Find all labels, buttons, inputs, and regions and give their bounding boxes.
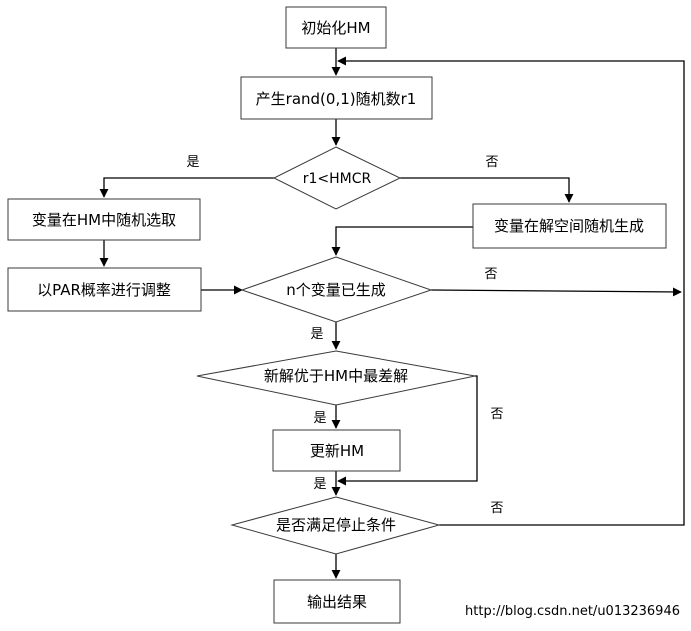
node-cond-stop: 是否满足停止条件 (230, 496, 441, 555)
node-cond-n: n个变量已生成 (240, 256, 433, 323)
node-cond-hmcr: r1<HMCR (272, 146, 402, 210)
node-cond-hmcr-label: r1<HMCR (303, 171, 372, 187)
connectors (99, 48, 685, 579)
node-select-hm-label: 变量在HM中随机选取 (32, 211, 176, 229)
label-n-yes: 是 (310, 327, 323, 342)
edge-n-no (430, 287, 682, 297)
label-better-yes: 是 (313, 411, 326, 426)
label-better-no: 否 (490, 407, 503, 422)
node-gen-r1: 产生rand(0,1)随机数r1 (240, 76, 433, 120)
edge-labels: 是 否 否 是 是 否 是 否 (186, 155, 503, 516)
label-hmcr-yes: 是 (186, 155, 199, 170)
node-output-label: 输出结果 (307, 593, 367, 611)
label-hmcr-no: 否 (485, 155, 498, 170)
node-select-hm: 变量在HM中随机选取 (7, 198, 201, 241)
node-init-label: 初始化HM (301, 19, 370, 37)
node-adjust-par-label: 以PAR概率进行调整 (37, 281, 171, 299)
label-stop-no: 否 (490, 501, 503, 516)
edge-stop-no-loop (337, 56, 685, 526)
node-gen-r1-label: 产生rand(0,1)随机数r1 (256, 90, 417, 108)
node-init: 初始化HM (285, 6, 387, 49)
node-gen-space: 变量在解空间随机生成 (472, 203, 667, 249)
node-update-hm: 更新HM (272, 429, 401, 472)
node-output: 输出结果 (273, 579, 401, 624)
edge-hmcr-yes (99, 177, 274, 198)
node-cond-better-label: 新解优于HM中最差解 (264, 367, 408, 385)
node-cond-stop-label: 是否满足停止条件 (276, 516, 396, 534)
watermark-url: http://blog.csdn.net/u013236946 (465, 604, 680, 619)
edge-space-to-cond-n (331, 226, 473, 256)
label-stop-yes: 是 (313, 477, 326, 492)
edge-better-no (337, 375, 478, 486)
node-adjust-par: 以PAR概率进行调整 (7, 267, 202, 312)
node-cond-n-label: n个变量已生成 (286, 281, 386, 299)
label-n-no: 否 (484, 267, 497, 282)
node-cond-better: 新解优于HM中最差解 (196, 350, 476, 406)
edge-hmcr-no (400, 177, 574, 203)
node-gen-space-label: 变量在解空间随机生成 (494, 217, 644, 235)
node-update-hm-label: 更新HM (310, 442, 364, 460)
